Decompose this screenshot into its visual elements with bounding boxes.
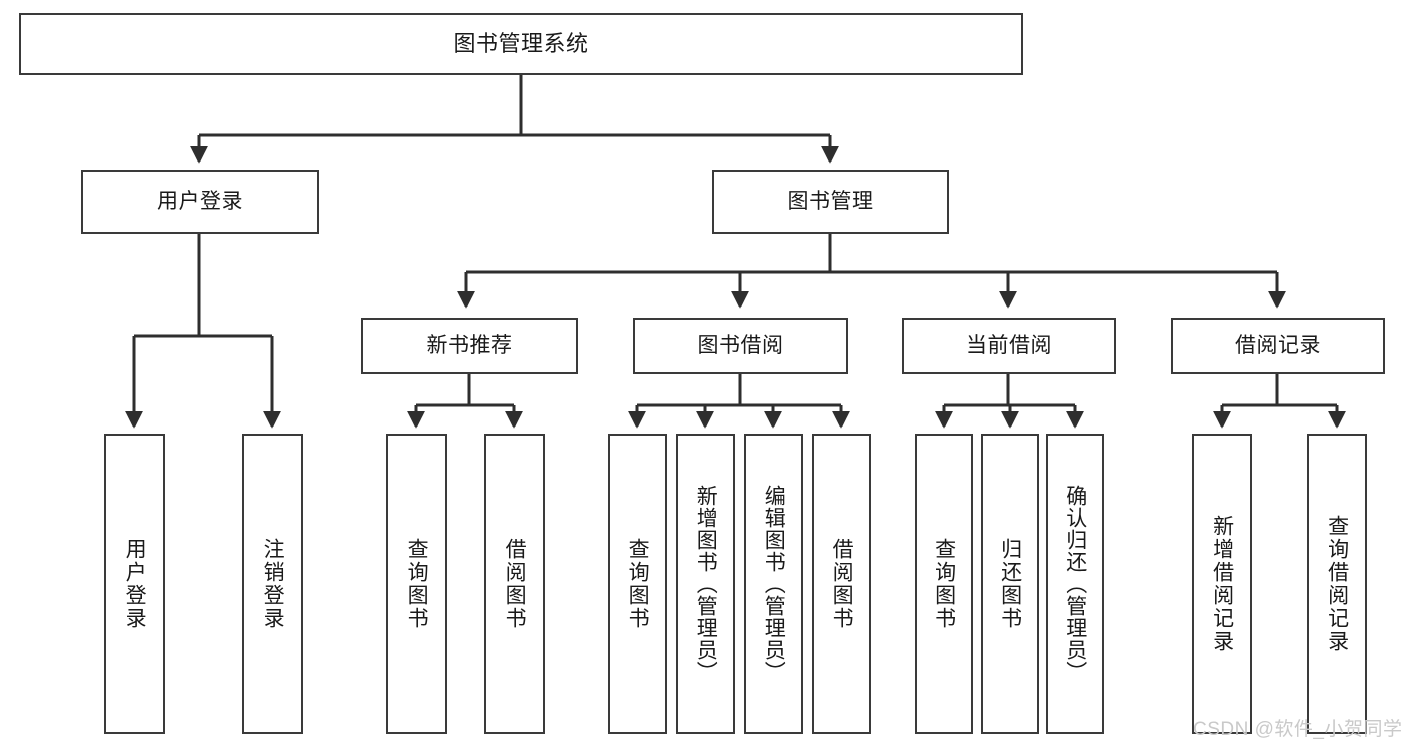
node-label: 借阅记录 <box>1235 334 1321 358</box>
node-label: 当前借阅 <box>966 334 1052 358</box>
leaf-borrow-books-new[interactable]: 借阅图书 <box>484 434 545 734</box>
node-label: 图书管理系统 <box>453 30 589 56</box>
node-label: 查询借阅记录 <box>1325 515 1349 653</box>
leaf-query-books-borrow[interactable]: 查询图书 <box>608 434 667 734</box>
leaf-add-borrow-record[interactable]: 新增借阅记录 <box>1192 434 1252 734</box>
leaf-confirm-return-admin[interactable]: 确认归还（管理员） <box>1046 434 1104 734</box>
leaf-add-book-admin[interactable]: 新增图书（管理员） <box>676 434 735 734</box>
node-label: 新增借阅记录 <box>1210 515 1234 653</box>
node-new-book-recommend[interactable]: 新书推荐 <box>361 318 578 374</box>
node-label: 用户登录 <box>123 538 147 630</box>
leaf-query-books-new[interactable]: 查询图书 <box>386 434 447 734</box>
leaf-logout[interactable]: 注销登录 <box>242 434 303 734</box>
watermark: CSDN @软件_小贺同学 <box>1193 719 1403 740</box>
node-label: 查询图书 <box>405 538 429 630</box>
node-book-borrow[interactable]: 图书借阅 <box>633 318 848 374</box>
node-root-system[interactable]: 图书管理系统 <box>19 13 1023 75</box>
node-label: 用户登录 <box>157 190 243 214</box>
leaf-query-borrow-record[interactable]: 查询借阅记录 <box>1307 434 1367 734</box>
node-label: 编辑图书（管理员） <box>762 485 786 683</box>
node-borrow-records[interactable]: 借阅记录 <box>1171 318 1385 374</box>
node-label: 图书借阅 <box>697 334 784 358</box>
leaf-edit-book-admin[interactable]: 编辑图书（管理员） <box>744 434 803 734</box>
node-label: 借阅图书 <box>503 538 527 630</box>
leaf-query-books-current[interactable]: 查询图书 <box>915 434 973 734</box>
node-current-borrow[interactable]: 当前借阅 <box>902 318 1116 374</box>
node-label: 新书推荐 <box>426 334 513 358</box>
node-label: 确认归还（管理员） <box>1063 485 1087 683</box>
node-label: 归还图书 <box>998 538 1022 630</box>
leaf-return-books[interactable]: 归还图书 <box>981 434 1039 734</box>
node-label: 图书管理 <box>787 190 874 214</box>
node-label: 注销登录 <box>261 538 285 630</box>
node-book-management[interactable]: 图书管理 <box>712 170 949 234</box>
node-label: 查询图书 <box>932 538 956 630</box>
node-label: 新增图书（管理员） <box>694 485 718 683</box>
node-label: 查询图书 <box>626 538 650 630</box>
node-user-login[interactable]: 用户登录 <box>81 170 319 234</box>
leaf-user-login[interactable]: 用户登录 <box>104 434 165 734</box>
leaf-borrow-books[interactable]: 借阅图书 <box>812 434 871 734</box>
node-label: 借阅图书 <box>830 538 854 630</box>
